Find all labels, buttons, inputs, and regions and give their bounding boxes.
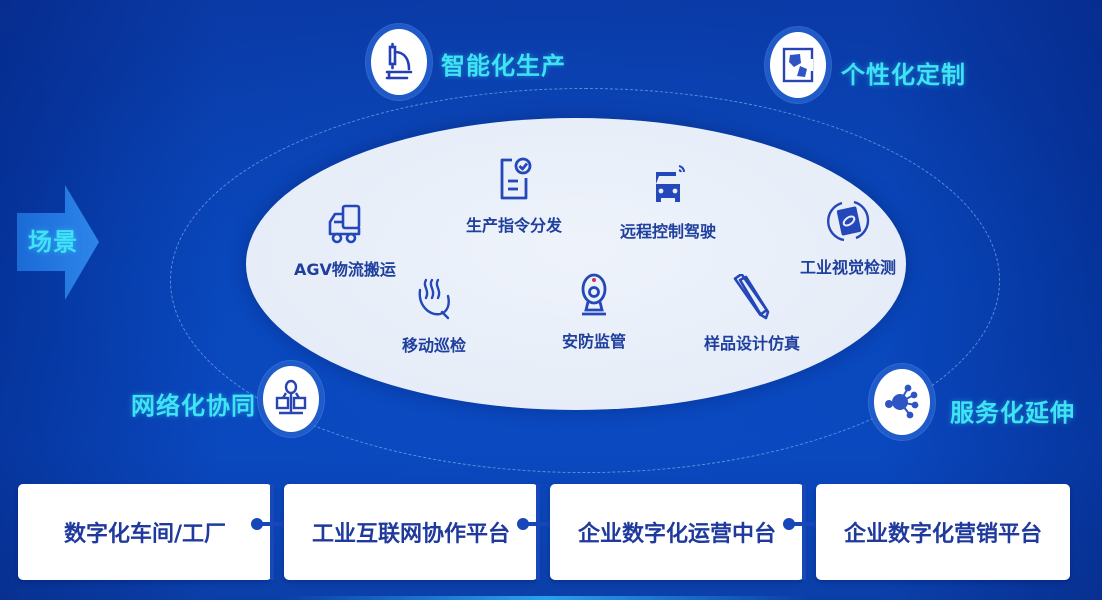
- platform-industrial-internet: 工业互联网协作平台: [284, 484, 538, 580]
- feature-badge-customization: [770, 32, 826, 98]
- feature-label-customization: 个性化定制: [841, 61, 966, 89]
- vision-scan-icon: [827, 200, 870, 242]
- feature-badge-network-collab: [263, 366, 319, 432]
- scene-label: 场景: [28, 228, 78, 256]
- document-check-icon: [500, 157, 532, 200]
- outer-orbit-ring: [170, 88, 1000, 473]
- scenario-security-monitoring: 安防监管: [562, 272, 626, 352]
- platform-digital-workshop: 数字化车间/工厂: [18, 484, 272, 580]
- remote-car-icon: [656, 165, 686, 202]
- hub-nodes-icon: [885, 384, 919, 419]
- scenario-production-dispatch: 生产指令分发: [466, 156, 562, 236]
- scenario-vision-inspection: 工业视觉检测: [800, 198, 896, 278]
- bottom-glow-line: [285, 596, 805, 600]
- feature-label-service-extension: 服务化延伸: [950, 399, 1075, 427]
- feature-label-smart-production: 智能化生产: [441, 52, 566, 80]
- scenario-label: 移动巡检: [402, 336, 467, 355]
- microscope-icon: [385, 42, 413, 80]
- scenario-label: 样品设计仿真: [704, 334, 801, 353]
- scenario-label: 生产指令分发: [466, 216, 563, 235]
- scenario-ellipse: [246, 118, 906, 410]
- platform-operations-middle: 企业数字化运营中台: [550, 484, 804, 580]
- scenario-label: AGV物流搬运: [294, 260, 396, 279]
- feature-badge-smart-production: [371, 29, 427, 95]
- truck-icon: [328, 204, 361, 244]
- scenario-label: 远程控制驾驶: [620, 222, 717, 241]
- feature-label-network-collab: 网络化协同: [131, 392, 256, 420]
- scenario-label: 工业视觉检测: [800, 258, 897, 277]
- scenario-label: 安防监管: [562, 332, 627, 351]
- network-collab-icon: [275, 379, 307, 415]
- ruler-pencil-icon: [733, 274, 770, 320]
- scenario-sample-simulation: 样品设计仿真: [704, 274, 800, 354]
- right-arrow-icon: [17, 185, 99, 300]
- platform-marketing: 企业数字化营销平台: [816, 484, 1070, 580]
- scenario-mobile-inspection: 移动巡检: [402, 276, 466, 356]
- inspection-wave-icon: [418, 278, 450, 320]
- camera-icon: [581, 273, 607, 316]
- scenario-agv-logistics: AGV物流搬运: [294, 200, 396, 280]
- scenario-remote-driving: 远程控制驾驶: [620, 162, 716, 242]
- custom-frame-icon: [782, 47, 814, 83]
- feature-badge-service-extension: [874, 369, 930, 435]
